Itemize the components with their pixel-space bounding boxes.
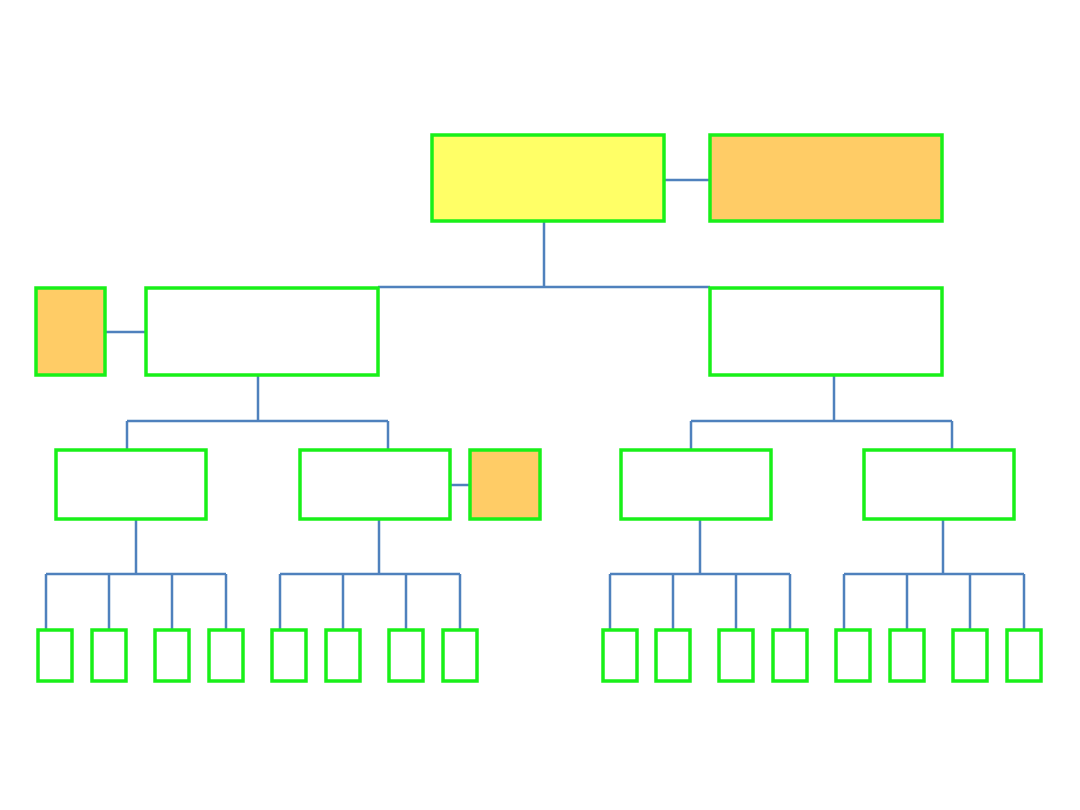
leaf-node-2-2-3[interactable] <box>951 628 989 683</box>
level2-node-1-shape <box>144 286 380 377</box>
leaf-node-2-2-1[interactable] <box>834 628 872 683</box>
box-layer <box>34 133 1043 683</box>
leaf-node-2-1-3-shape <box>717 628 755 683</box>
root-assistant-node[interactable] <box>708 133 944 223</box>
level2-assistant-node-1[interactable] <box>34 286 107 377</box>
level3-node-1-1-shape <box>54 448 208 521</box>
connector-layer <box>44 178 1026 630</box>
leaf-node-1-2-4-shape <box>441 628 479 683</box>
leaf-node-1-1-2[interactable] <box>90 628 128 683</box>
leaf-node-1-1-2-shape <box>90 628 128 683</box>
leaf-node-1-1-3[interactable] <box>153 628 191 683</box>
level3-node-2-1-shape <box>619 448 773 521</box>
leaf-node-2-2-3-shape <box>951 628 989 683</box>
leaf-node-1-2-2-shape <box>324 628 362 683</box>
leaf-node-2-2-1-shape <box>834 628 872 683</box>
leaf-node-2-2-4[interactable] <box>1005 628 1043 683</box>
root-node[interactable] <box>430 133 666 223</box>
level3-node-2-2[interactable] <box>862 448 1016 521</box>
level3-node-2-2-shape <box>862 448 1016 521</box>
leaf-node-1-2-1[interactable] <box>270 628 308 683</box>
leaf-node-1-1-1[interactable] <box>36 628 74 683</box>
leaf-node-1-1-4[interactable] <box>207 628 245 683</box>
level3-node-1-2-shape <box>298 448 452 521</box>
leaf-node-1-1-4-shape <box>207 628 245 683</box>
leaf-node-2-1-2-shape <box>654 628 692 683</box>
leaf-node-2-1-4[interactable] <box>771 628 809 683</box>
leaf-node-2-1-2[interactable] <box>654 628 692 683</box>
leaf-node-1-2-2[interactable] <box>324 628 362 683</box>
leaf-node-1-2-1-shape <box>270 628 308 683</box>
leaf-node-1-1-1-shape <box>36 628 74 683</box>
level3-node-1-2[interactable] <box>298 448 452 521</box>
root-node-shape <box>430 133 666 223</box>
root-assistant-node-shape <box>708 133 944 223</box>
level3-assistant-node-1-2-shape <box>468 448 542 521</box>
level3-node-1-1[interactable] <box>54 448 208 521</box>
level3-node-2-1[interactable] <box>619 448 773 521</box>
leaf-node-2-2-2[interactable] <box>888 628 926 683</box>
leaf-node-1-2-3[interactable] <box>387 628 425 683</box>
level2-node-1[interactable] <box>144 286 380 377</box>
leaf-node-1-1-3-shape <box>153 628 191 683</box>
level2-assistant-node-1-shape <box>34 286 107 377</box>
leaf-node-2-2-2-shape <box>888 628 926 683</box>
leaf-node-1-2-3-shape <box>387 628 425 683</box>
leaf-node-2-1-1-shape <box>601 628 639 683</box>
level2-node-2-shape <box>708 286 944 377</box>
leaf-node-2-2-4-shape <box>1005 628 1043 683</box>
leaf-node-1-2-4[interactable] <box>441 628 479 683</box>
leaf-node-2-1-4-shape <box>771 628 809 683</box>
level3-assistant-node-1-2[interactable] <box>468 448 542 521</box>
leaf-node-2-1-3[interactable] <box>717 628 755 683</box>
level2-node-2[interactable] <box>708 286 944 377</box>
leaf-node-2-1-1[interactable] <box>601 628 639 683</box>
